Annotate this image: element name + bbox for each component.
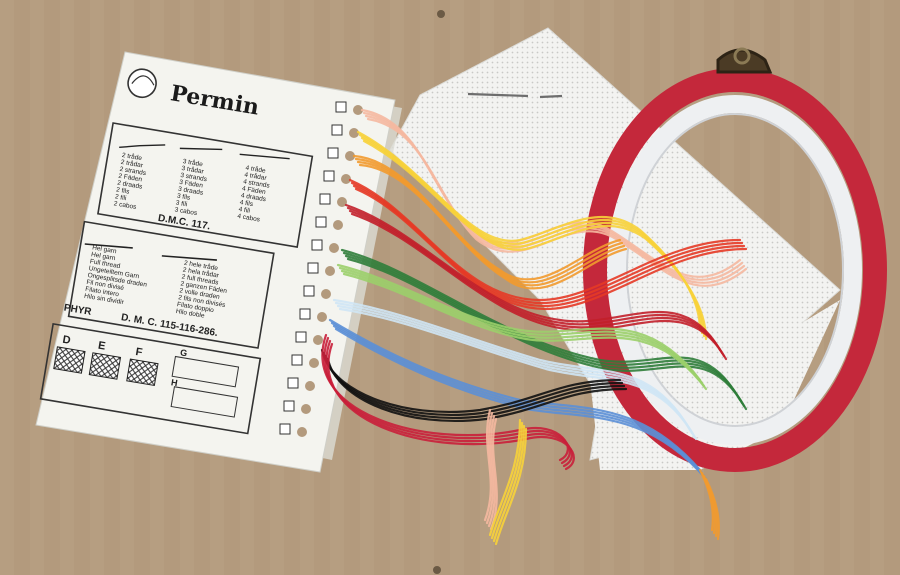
strand-label: 2 strands	[119, 166, 147, 177]
thread-strand	[346, 257, 748, 411]
thread-strand	[344, 203, 722, 352]
embroidery-hoop	[583, 47, 887, 472]
needle	[467, 92, 529, 98]
stitch-letter-h: H	[170, 377, 178, 388]
strand-diagram-4	[239, 153, 290, 160]
instruction-card: Permin 2 tråde 2 trådar 2 strands	[35, 51, 402, 473]
strand-label: 3 tråde	[182, 157, 204, 168]
strand-label: 2 fils	[116, 186, 131, 195]
strand-label: 3 cabos	[174, 206, 198, 217]
thread-strand	[490, 421, 524, 540]
strand-label: 3 trådar	[181, 164, 205, 176]
strand-label: 3 fili	[175, 199, 188, 208]
strand-label: 2 draads	[117, 180, 144, 191]
cardboard-hole	[437, 10, 445, 18]
thread-strand	[340, 248, 742, 402]
type-label: Hel garn	[92, 244, 118, 255]
thread-strand	[338, 266, 704, 385]
thread-strand	[342, 272, 708, 391]
strand-diagram-3	[179, 147, 223, 151]
embroidery-threads	[320, 108, 748, 546]
strand-label: 4 fili	[238, 206, 251, 215]
thread-strand	[326, 357, 628, 423]
strand-label: 4 strands	[243, 178, 271, 189]
thread-strand	[346, 206, 724, 355]
thread-strand	[356, 160, 626, 287]
type-label: Hel garn	[91, 251, 117, 262]
strand-label: 2 Fäden	[118, 173, 143, 184]
stitch-letter-f: F	[135, 346, 144, 359]
thread-strand	[488, 418, 522, 537]
thread-count-panel: 2 tråde 2 trådar 2 strands 2 Fäden 2 dra…	[97, 122, 314, 249]
strand-label: 3 strands	[180, 172, 208, 183]
stitch-swatch-e	[88, 352, 122, 380]
thread-strand	[340, 269, 706, 388]
cardboard-hole	[433, 566, 441, 574]
stitch-diagram-panel: D E F G H	[39, 322, 262, 435]
thread-strand	[494, 427, 528, 546]
strand-label: 4 draads	[240, 192, 267, 203]
stitch-letter-g: G	[179, 347, 188, 358]
thread-strand	[352, 154, 622, 281]
thread-strand	[354, 157, 624, 284]
thread-strand	[320, 348, 622, 414]
thread-strand	[362, 139, 708, 341]
stitch-swatch-f	[126, 358, 159, 386]
thread-strand	[336, 304, 696, 438]
card-binding	[297, 105, 363, 437]
strand-label: 4 trådar	[244, 170, 268, 182]
thread-strand	[483, 408, 492, 522]
strand-label: 3 Fäden	[179, 179, 204, 190]
needle	[539, 94, 563, 99]
thread-strand	[704, 477, 720, 541]
hoop-hanger	[716, 48, 773, 74]
strand-label: 4 tråde	[245, 164, 267, 175]
thread-strand	[327, 342, 575, 471]
thread-strand	[334, 301, 694, 435]
thread-strand	[350, 212, 728, 361]
zephyr-label: PHYR	[63, 303, 93, 319]
strand-label: 3 draads	[178, 186, 205, 197]
stitch-swatch-d	[53, 346, 86, 374]
thread-strand	[489, 417, 498, 531]
thread-strand	[492, 424, 526, 543]
thread-strand	[354, 187, 748, 311]
thread-strand	[338, 307, 698, 441]
strand-label: 2 fili	[114, 193, 127, 202]
thread-strand	[344, 254, 746, 408]
thread-strand	[336, 263, 702, 382]
strand-diagram-2	[119, 144, 166, 149]
thread-strand	[342, 251, 744, 405]
thread-strand	[332, 298, 692, 432]
strand-label: 2 cabos	[113, 200, 137, 211]
strand-label: 4 Fäden	[241, 185, 266, 196]
stitch-letter-e: E	[97, 340, 106, 353]
strand-label: 4 cabos	[237, 213, 261, 224]
thread-strand	[324, 354, 626, 420]
thread-strand	[485, 411, 494, 525]
strand-label: 4 fils	[239, 199, 254, 208]
card-checkboxes	[279, 101, 347, 435]
thread-strand	[322, 351, 624, 417]
thread-strand	[348, 209, 726, 358]
thread-strand	[487, 414, 496, 528]
thread-strand	[358, 163, 628, 290]
type-label: Hilo doble	[175, 308, 205, 320]
stitch-letter-d: D	[62, 334, 72, 347]
strand-label: 2 tråde	[121, 151, 143, 162]
strand-label: 2 trådar	[120, 158, 144, 170]
strand-label: 3 fils	[176, 193, 191, 202]
